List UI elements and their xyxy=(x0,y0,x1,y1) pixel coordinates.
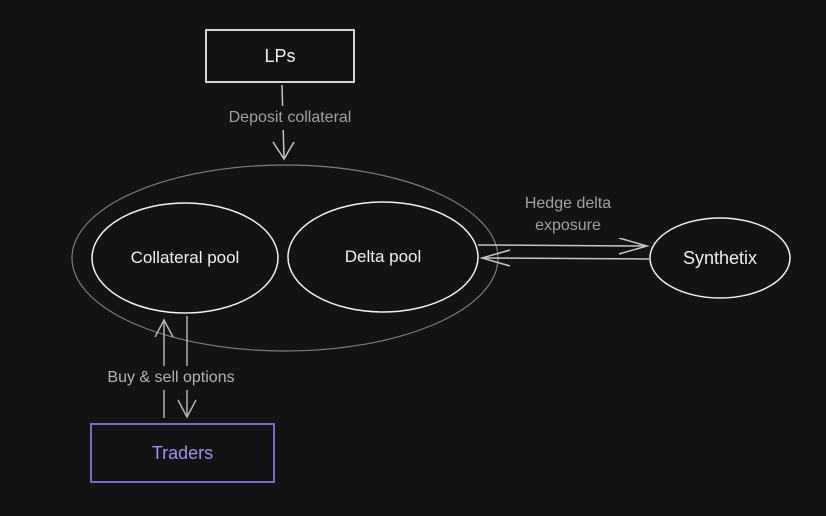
synthetix-ellipse[interactable] xyxy=(649,217,791,299)
buy-sell-options-label: Buy & sell options xyxy=(92,366,250,390)
hedge-arrow-right[interactable] xyxy=(477,237,650,255)
pools-group-ellipse[interactable] xyxy=(71,164,499,352)
traders-node[interactable]: Traders xyxy=(90,423,275,483)
delta-pool-ellipse[interactable] xyxy=(287,201,479,313)
collateral-pool-ellipse[interactable] xyxy=(91,202,279,314)
lps-node-label: LPs xyxy=(264,45,296,66)
arrowhead-down-icon xyxy=(272,141,295,161)
deposit-collateral-label: Deposit collateral xyxy=(212,106,368,130)
arrowhead-left-icon xyxy=(479,249,511,267)
lps-node[interactable]: LPs xyxy=(205,29,355,83)
hedge-delta-exposure-label: Hedge delta exposure xyxy=(505,192,631,238)
arrowhead-down-icon xyxy=(177,399,197,419)
hedge-arrow-left[interactable] xyxy=(479,249,650,267)
arrowhead-up-icon xyxy=(154,318,174,338)
traders-node-label: Traders xyxy=(151,442,214,463)
arrowhead-right-icon xyxy=(618,237,650,255)
